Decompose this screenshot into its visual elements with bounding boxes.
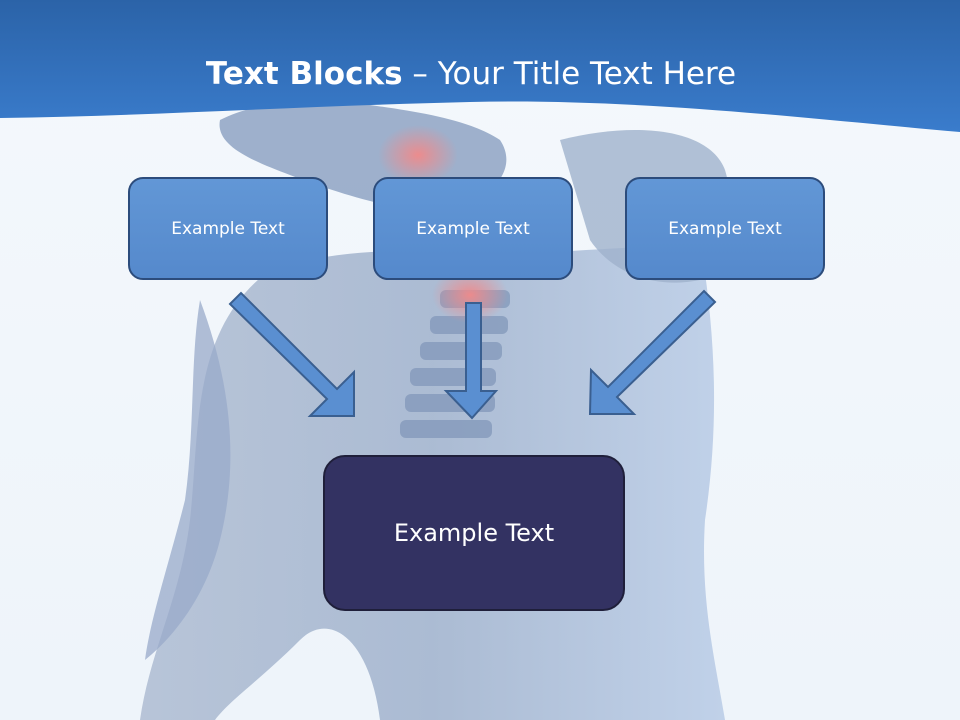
text-box-left: Example Text (128, 177, 328, 280)
arrow-center-down (443, 302, 499, 420)
text-box-center: Example Text (373, 177, 573, 280)
text-box-right: Example Text (625, 177, 825, 280)
text-box-main-label: Example Text (393, 519, 555, 547)
title-rest: Your Title Text Here (437, 56, 737, 92)
pain-highlight-back (432, 267, 508, 323)
text-box-center-label: Example Text (416, 218, 530, 239)
title-bold-part: Text Blocks (205, 56, 403, 92)
pain-highlight-neck (378, 125, 458, 185)
arrow-left-diagonal (228, 291, 355, 417)
header-banner (0, 0, 960, 132)
arrow-right-diagonal (588, 289, 717, 415)
text-box-left-label: Example Text (171, 218, 285, 239)
arm-silhouette (145, 300, 231, 660)
text-box-main: Example Text (323, 455, 625, 611)
page-title: Text Blocks – Your Title Text Here (0, 52, 942, 96)
text-box-right-label: Example Text (668, 218, 782, 239)
title-dash: – (412, 56, 428, 92)
